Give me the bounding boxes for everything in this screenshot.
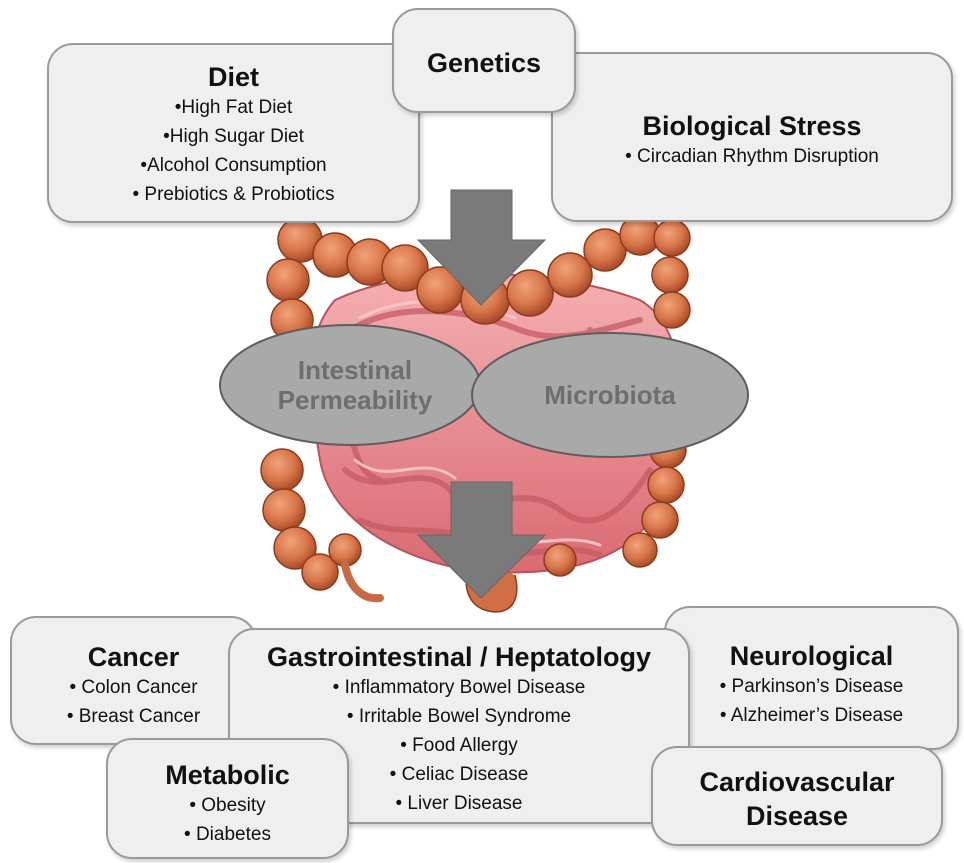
neurological-item: • Parkinson’s Disease <box>666 672 957 701</box>
metabolic-title: Metabolic <box>108 760 347 791</box>
metabolic-item: • Obesity <box>108 791 347 820</box>
cancer-item: • Breast Cancer <box>12 702 255 731</box>
genetics-box: Genetics <box>392 8 576 113</box>
gastro-item: • Inflammatory Bowel Disease <box>230 673 688 702</box>
genetics-title: Genetics <box>394 48 574 79</box>
gastro-item: • Irritable Bowel Syndrome <box>230 702 688 731</box>
biological-stress-item: • Circadian Rhythm Disruption <box>553 142 951 171</box>
cardiovascular-title-line: Disease <box>653 799 941 833</box>
biological-stress-title: Biological Stress <box>553 111 951 142</box>
diet-item: • Prebiotics & Probiotics <box>49 180 418 209</box>
diet-item: •High Sugar Diet <box>49 122 418 151</box>
microbiota-label: Microbiota <box>510 380 710 410</box>
diet-items: •High Fat Diet •High Sugar Diet •Alcohol… <box>49 93 418 209</box>
diet-box: Diet •High Fat Diet •High Sugar Diet •Al… <box>47 43 420 223</box>
neurological-box: Neurological • Parkinson’s Disease • Alz… <box>664 606 959 750</box>
metabolic-item: • Diabetes <box>108 820 347 849</box>
diet-item: •Alcohol Consumption <box>49 151 418 180</box>
cardiovascular-box: Cardiovascular Disease <box>651 746 943 846</box>
diet-item: •High Fat Diet <box>49 93 418 122</box>
cardiovascular-title-line: Cardiovascular <box>653 765 941 799</box>
neurological-item: • Alzheimer’s Disease <box>666 701 957 730</box>
biological-stress-box: Biological Stress • Circadian Rhythm Dis… <box>551 52 953 222</box>
cancer-item: • Colon Cancer <box>12 673 255 702</box>
neurological-title: Neurological <box>666 641 957 672</box>
cancer-box: Cancer • Colon Cancer • Breast Cancer <box>10 616 257 745</box>
gastro-title: Gastrointestinal / Heptatology <box>230 642 688 673</box>
metabolic-box: Metabolic • Obesity • Diabetes <box>106 738 349 859</box>
intestinal-permeability-label: Intestinal Permeability <box>270 355 440 415</box>
diet-title: Diet <box>49 62 418 93</box>
cancer-title: Cancer <box>12 642 255 673</box>
